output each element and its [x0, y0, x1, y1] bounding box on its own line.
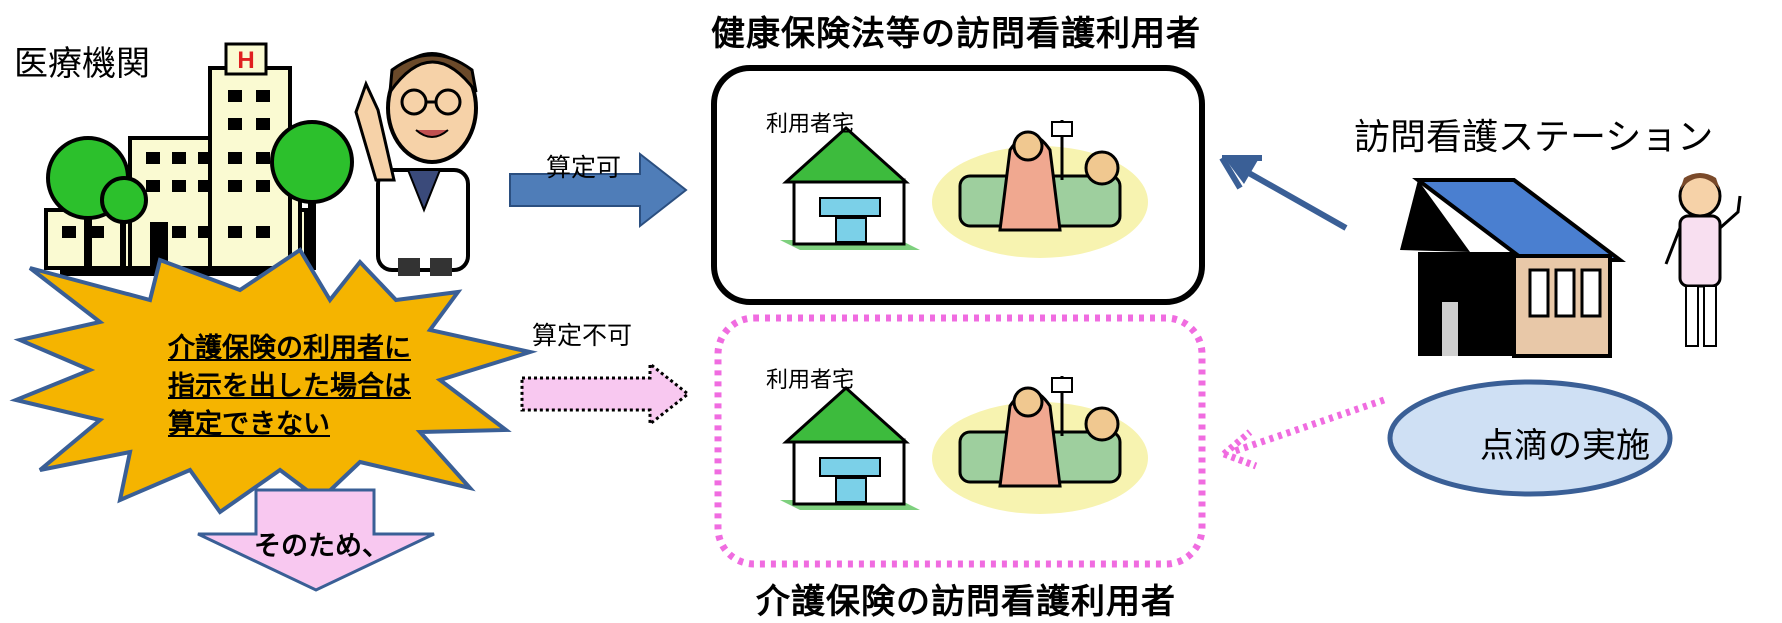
infusion-ellipse — [1387, 379, 1673, 497]
warning-text: 介護保険の利用者に 指示を出した場合は 算定できない — [168, 330, 411, 444]
hospital-sign: H — [237, 47, 254, 74]
warning-line: 算定できない — [168, 409, 330, 440]
hospital-label: 医療機関 — [14, 44, 150, 84]
bottom-title: 介護保険の訪問看護利用者 — [756, 582, 1176, 622]
down-arrow — [197, 488, 435, 592]
infusion-label: 点滴の実施 — [1480, 426, 1650, 466]
station-to-top-arrow — [1219, 155, 1348, 231]
patient-care-icon — [932, 120, 1148, 258]
doctor-icon — [354, 52, 478, 276]
warning-burst — [9, 247, 538, 515]
station-house-icon — [1400, 178, 1626, 358]
top-title: 健康保険法等の訪問看護利用者 — [711, 14, 1201, 54]
top-home-label: 利用者宅 — [766, 112, 855, 137]
house-icon — [780, 385, 920, 510]
down-arrow-label: そのため、 — [254, 531, 389, 562]
house-icon — [780, 125, 920, 250]
allowed-label: 算定可 — [546, 153, 622, 182]
allowed-arrow — [509, 151, 688, 229]
not-allowed-arrow — [520, 360, 691, 428]
bottom-home-label: 利用者宅 — [766, 368, 855, 393]
station-label: 訪問看護ステーション — [1354, 117, 1714, 158]
station-to-bottom-arrow — [1221, 396, 1386, 470]
patient-care-icon — [932, 376, 1148, 514]
not-allowed-label: 算定不可 — [532, 321, 633, 350]
warning-line: 介護保険の利用者に — [168, 333, 411, 364]
hospital-illustration: H — [44, 42, 354, 276]
nurse-icon — [1664, 173, 1742, 347]
warning-line: 指示を出した場合は — [168, 371, 411, 402]
